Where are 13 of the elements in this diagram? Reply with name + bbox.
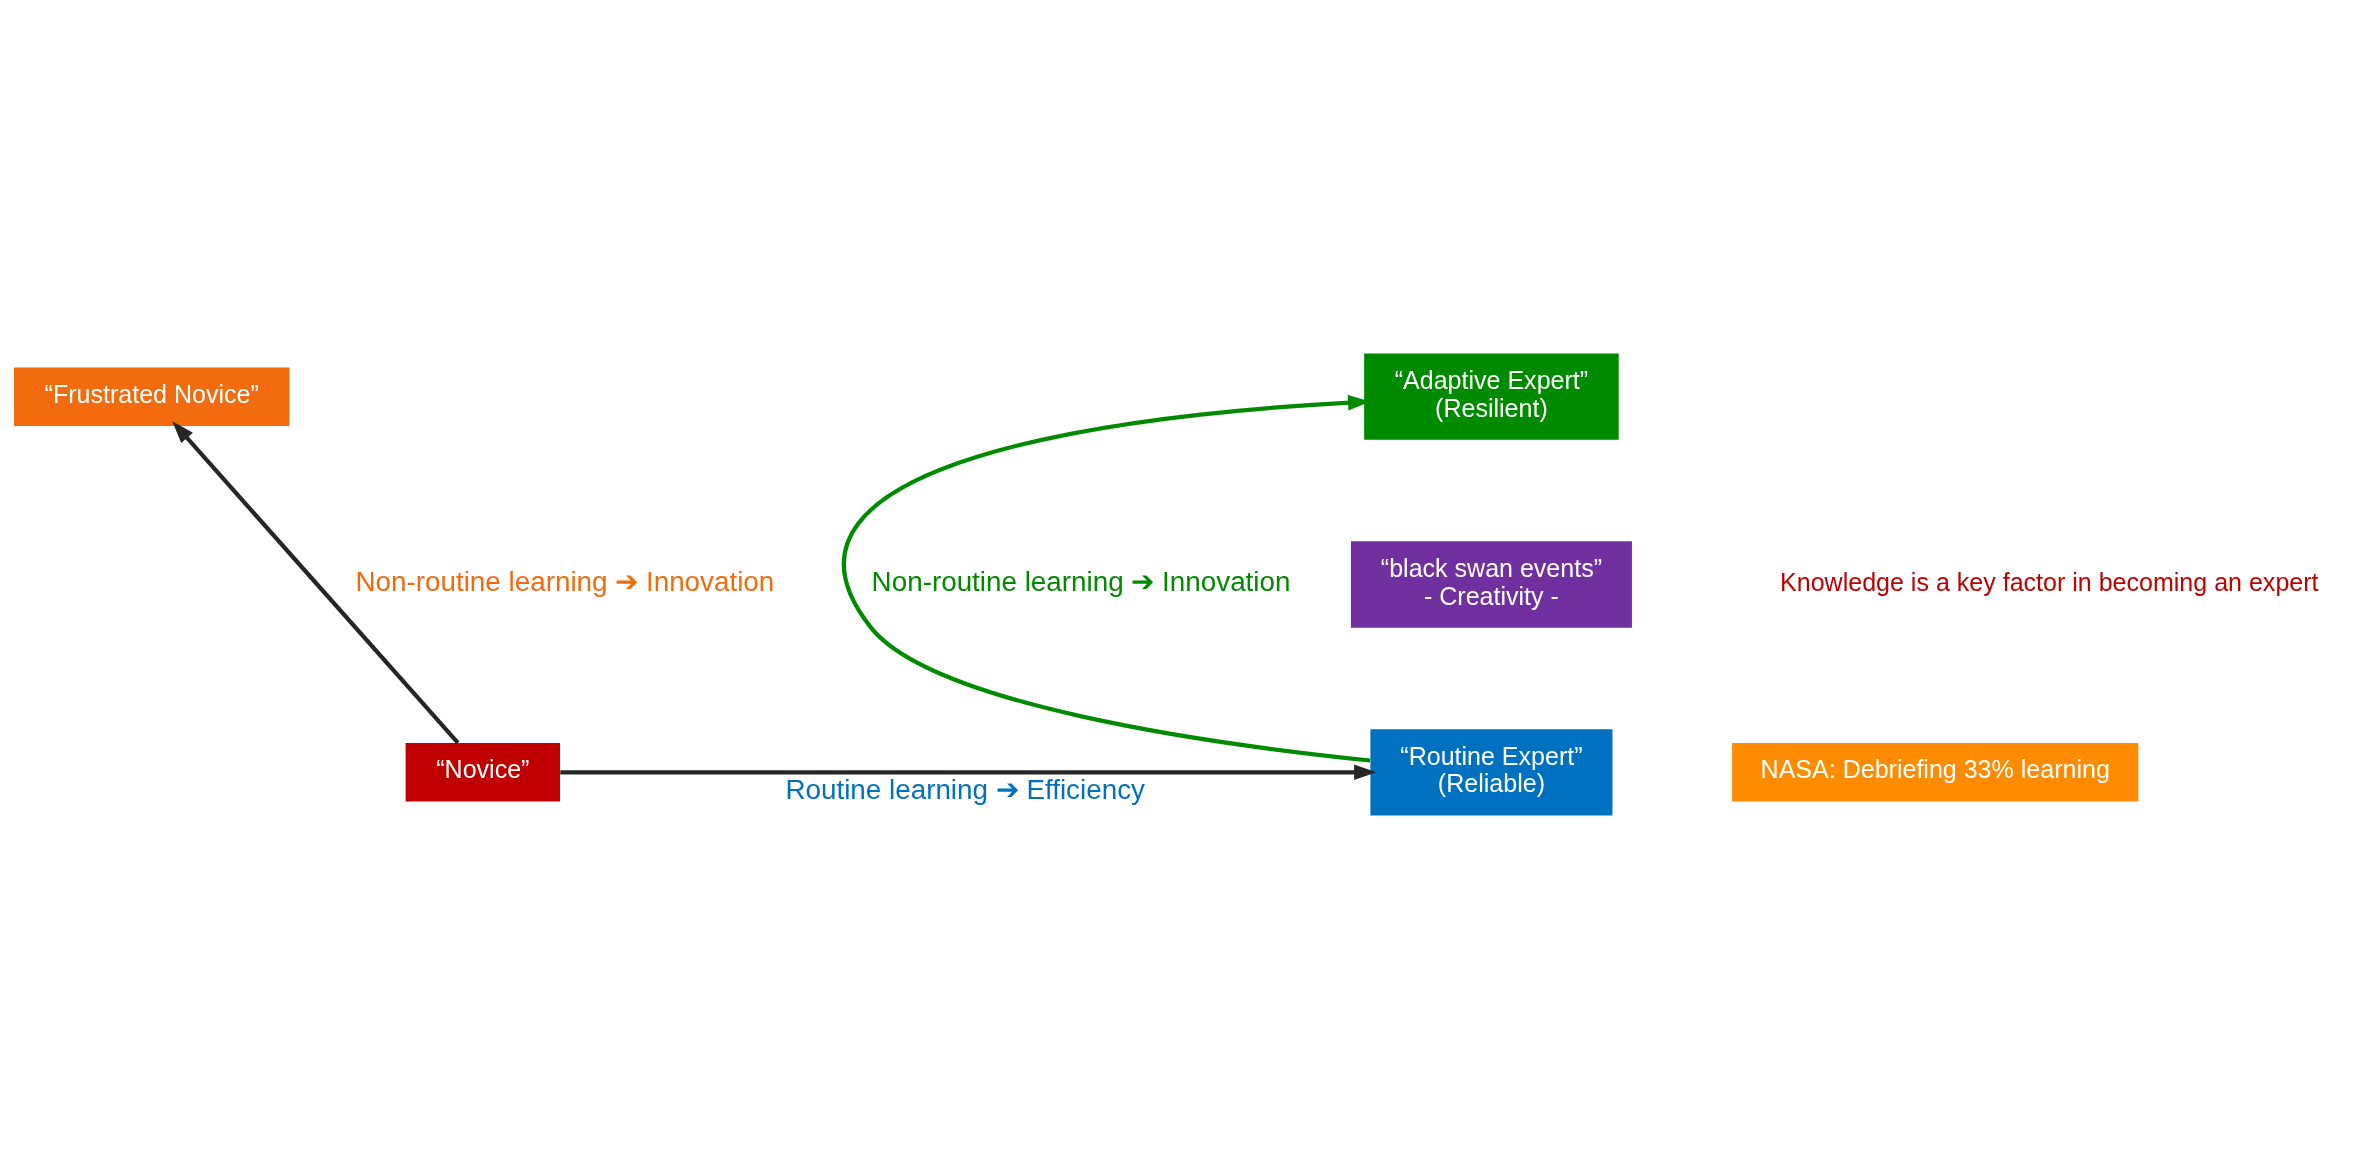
edge-label: Non-routine learning ➔ Innovation [355,566,775,598]
node-box: “Routine Expert” (Reliable) [1370,729,1613,816]
edge-label: Non-routine learning ➔ Innovation [871,566,1291,598]
arrow [843,394,1371,763]
node-box: NASA: Debriefing 33% learning [1732,743,2139,802]
node-box: “Adaptive Expert” (Resilient) [1364,353,1619,440]
edge-label: Routine learning ➔ Efficiency [785,773,1145,805]
node-box: “black swan events” - Creativity - [1350,541,1632,628]
arrow [560,764,1377,781]
node-box: “Frustrated Novice” [14,367,290,426]
arrow [172,421,460,745]
node-box: “Novice” [405,743,561,802]
label: Knowledge is a key factor in becoming an expert [1780,567,2319,596]
